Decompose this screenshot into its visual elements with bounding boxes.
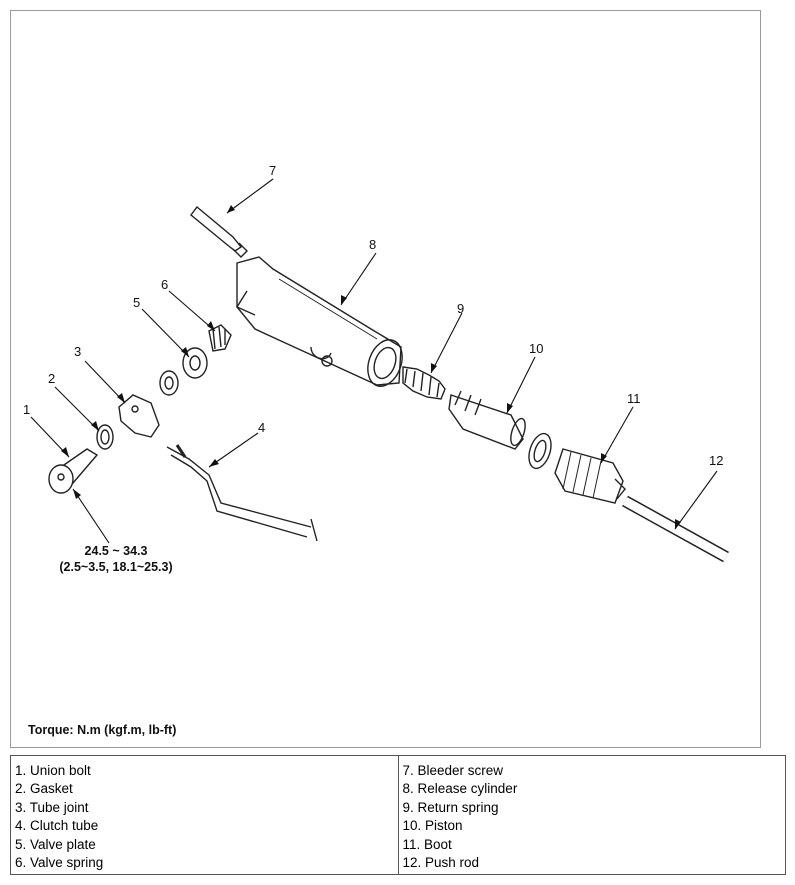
callout-7: 7 <box>269 163 277 178</box>
callout-4: 4 <box>258 420 266 435</box>
tube-joint-part <box>118 394 160 438</box>
union-bolt-part <box>48 448 99 494</box>
valve-spring-part <box>208 324 232 352</box>
legend-column-left: 1. Union bolt 2. Gasket 3. Tube joint 4.… <box>11 756 398 874</box>
callout-5: 5 <box>133 295 141 310</box>
torque-value: 24.5 ~ 34.3 (2.5~3.5, 18.1~25.3) <box>41 543 191 575</box>
legend-item-clutch-tube: 4. Clutch tube <box>15 818 99 834</box>
legend-item-valve-plate: 5. Valve plate <box>15 836 96 852</box>
parts-drawing <box>30 178 729 563</box>
legend-item-union-bolt: 1. Union bolt <box>15 763 91 778</box>
legend-item-release-cylinder: 8. Release cylinder <box>402 781 518 797</box>
legend-item-piston: 10. Piston <box>402 818 463 834</box>
callout-10: 10 <box>529 341 544 356</box>
callout-1: 1 <box>23 402 31 417</box>
callout-8: 8 <box>369 237 377 252</box>
callout-9: 9 <box>457 301 465 316</box>
release-cylinder-part <box>235 256 403 387</box>
clutch-tube-part <box>166 444 318 542</box>
torque-units-note: Torque: N.m (kgf.m, lb-ft) <box>28 723 177 737</box>
return-spring-part <box>402 366 446 400</box>
leader-lines <box>30 178 718 544</box>
arrow-heads <box>61 205 681 529</box>
callout-6: 6 <box>161 277 169 292</box>
boot-part <box>528 432 626 504</box>
callout-3: 3 <box>74 344 82 359</box>
callout-12: 12 <box>709 453 724 468</box>
legend-item-bleeder-screw: 7. Bleeder screw <box>402 763 504 778</box>
legend-item-return-spring: 9. Return spring <box>402 799 499 815</box>
piston-part <box>448 390 526 450</box>
legend-column-right: 7. Bleeder screw 8. Release cylinder 9. … <box>397 756 786 874</box>
gasket-part <box>96 424 114 450</box>
parts-legend-table: 1. Union bolt 2. Gasket 3. Tube joint 4.… <box>10 755 786 875</box>
legend-item-push-rod: 12. Push rod <box>402 855 480 871</box>
valve-plate-part <box>159 347 208 396</box>
legend-item-tube-joint: 3. Tube joint <box>15 799 89 815</box>
callout-2: 2 <box>48 371 56 386</box>
legend-item-gasket: 2. Gasket <box>15 781 73 797</box>
exploded-view-figure: 1 2 3 4 5 6 7 8 9 10 11 12 24.5 ~ 34.3 (… <box>10 10 761 748</box>
torque-value-alt: (2.5~3.5, 18.1~25.3) <box>59 560 173 574</box>
bleeder-screw-part <box>190 205 248 258</box>
legend-item-valve-spring: 6. Valve spring <box>15 855 104 871</box>
torque-value-nm: 24.5 ~ 34.3 <box>84 544 148 558</box>
callout-11: 11 <box>627 391 641 406</box>
legend-item-boot: 11. Boot <box>402 836 452 852</box>
